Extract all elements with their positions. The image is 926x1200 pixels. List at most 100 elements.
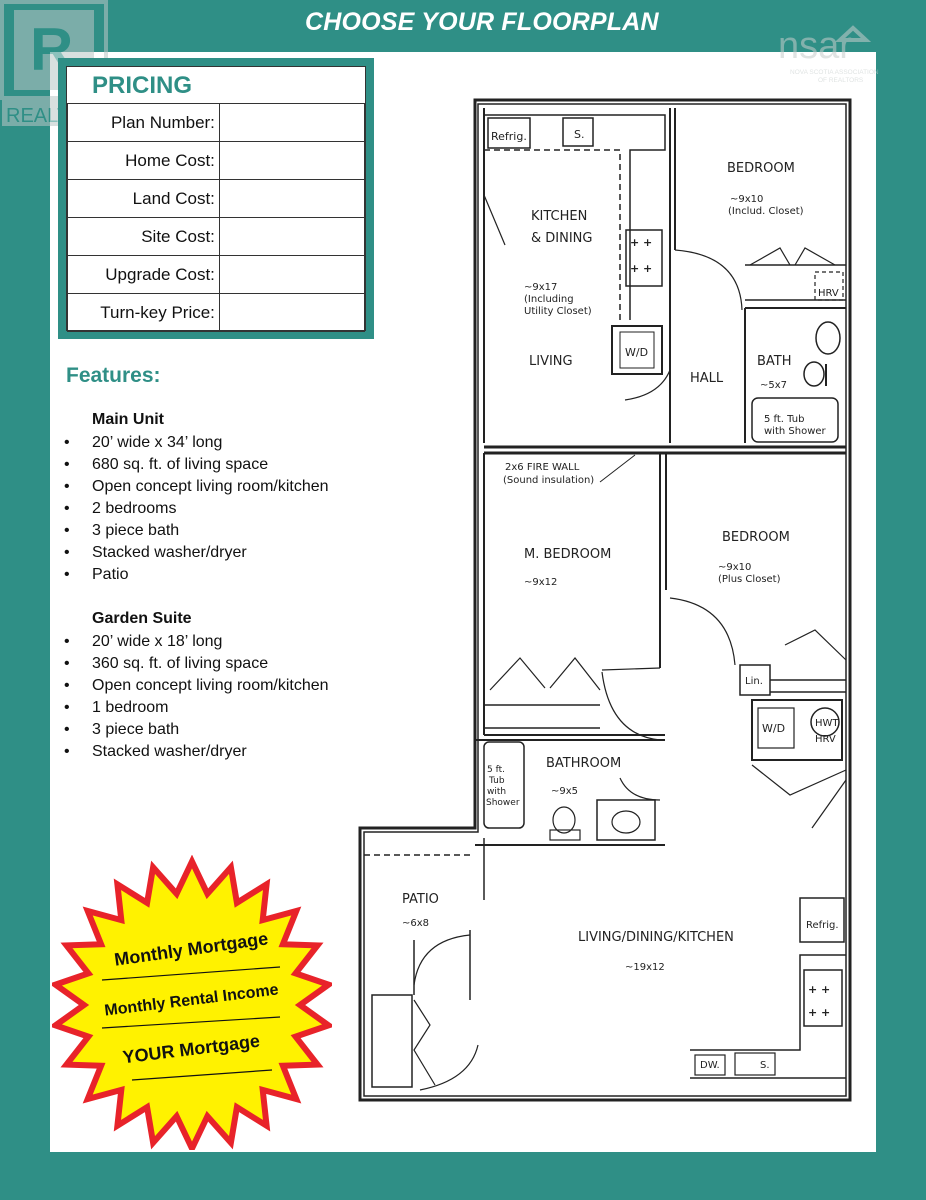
floorplan-label: HWT xyxy=(815,718,839,729)
list-item-text: 3 piece bath xyxy=(92,721,180,738)
list-item: •Stacked washer/dryer xyxy=(64,544,247,561)
room-label: BEDROOM xyxy=(727,161,795,176)
pricing-row: Land Cost: xyxy=(67,179,366,218)
list-item-text: Stacked washer/dryer xyxy=(92,544,247,561)
room-size: ~9x10 xyxy=(730,194,763,205)
room-label: LIVING xyxy=(529,354,573,369)
list-item-text: Stacked washer/dryer xyxy=(92,743,247,760)
list-item-text: Open concept living room/kitchen xyxy=(92,478,329,495)
room-size: ~9x5 xyxy=(551,786,578,797)
room-size: ~9x10 xyxy=(718,562,751,573)
list-item: •680 sq. ft. of living space xyxy=(64,456,269,473)
main-unit-heading: Main Unit xyxy=(92,411,164,428)
pricing-value xyxy=(218,255,366,294)
floorplan-label: W/D xyxy=(762,722,785,735)
list-item: •3 piece bath xyxy=(64,721,180,738)
pricing-value xyxy=(218,217,366,256)
room-label: KITCHEN xyxy=(531,209,587,224)
mortgage-starburst: Monthly Mortgage Monthly Rental Income Y… xyxy=(52,855,332,1150)
list-item-text: 1 bedroom xyxy=(92,699,169,716)
pricing-title: PRICING xyxy=(91,72,192,99)
nsar-logo: nsar NOVA SCOTIA ASSOCIATION OF REALTORS xyxy=(778,25,879,84)
room-size: ~19x12 xyxy=(625,962,665,973)
list-item: •Stacked washer/dryer xyxy=(64,743,247,760)
room-label: BATH xyxy=(757,354,792,369)
room-size: ~5x7 xyxy=(760,380,787,391)
room-size: ~9x12 xyxy=(524,577,557,588)
floorplan-note: 2x6 FIRE WALL xyxy=(505,462,580,473)
pricing-value xyxy=(218,141,366,180)
list-item: •Open concept living room/kitchen xyxy=(64,478,329,495)
pricing-label: Land Cost: xyxy=(67,179,220,218)
svg-text:NOVA SCOTIA ASSOCIATION: NOVA SCOTIA ASSOCIATION xyxy=(790,69,879,76)
svg-text:+ +: + + xyxy=(808,1006,830,1019)
pricing-label: Home Cost: xyxy=(67,141,220,180)
pricing-table-frame: PRICING Plan Number: Home Cost: Land Cos… xyxy=(66,66,366,332)
list-item: •Open concept living room/kitchen xyxy=(64,677,329,694)
svg-text:+ +: + + xyxy=(630,236,652,249)
floorplan-label: 5 ft. xyxy=(487,765,505,775)
floorplan-drawing: Refrig. S. KITCHEN & DINING ~9x17 (Inclu… xyxy=(358,98,852,1102)
floorplan-label: HRV xyxy=(818,288,839,299)
pricing-row: Home Cost: xyxy=(67,141,366,180)
room-label: & DINING xyxy=(531,231,592,246)
floorplan-label: Lin. xyxy=(745,676,763,687)
floorplan-label: Refrig. xyxy=(491,130,527,143)
room-size: ~9x17 xyxy=(524,282,557,293)
room-label: M. BEDROOM xyxy=(524,547,611,562)
room-size: ~6x8 xyxy=(402,918,429,929)
list-item-text: 360 sq. ft. of living space xyxy=(92,655,269,672)
pricing-row: Site Cost: xyxy=(67,217,366,256)
room-label: HALL xyxy=(690,371,724,386)
pricing-label: Plan Number: xyxy=(67,103,220,142)
floorplan-label: W/D xyxy=(625,346,648,359)
list-item-text: 20’ wide x 18’ long xyxy=(92,633,223,650)
pricing-label: Turn-key Price: xyxy=(67,293,220,332)
list-item-text: 680 sq. ft. of living space xyxy=(92,456,269,473)
room-note: (Includ. Closet) xyxy=(728,206,804,217)
list-item: •1 bedroom xyxy=(64,699,169,716)
pricing-value xyxy=(218,103,366,142)
room-note: Utility Closet) xyxy=(524,306,592,317)
floorplan-label: S. xyxy=(574,128,584,141)
floorplan-note: (Sound insulation) xyxy=(503,475,594,486)
room-label: PATIO xyxy=(402,892,439,907)
floorplan-label: 5 ft. Tub xyxy=(764,414,804,425)
pricing-box: PRICING Plan Number: Home Cost: Land Cos… xyxy=(58,58,374,339)
room-note: (Plus Closet) xyxy=(718,574,781,585)
list-item: •2 bedrooms xyxy=(64,500,177,517)
header: CHOOSE YOUR FLOORPLAN xyxy=(0,0,926,48)
svg-text:OF REALTORS: OF REALTORS xyxy=(818,77,864,84)
floorplan-label: Tub xyxy=(488,776,505,786)
room-label: BEDROOM xyxy=(722,530,790,545)
svg-text:+ +: + + xyxy=(630,262,652,275)
pricing-row: Upgrade Cost: xyxy=(67,255,366,294)
floorplan-label: with Shower xyxy=(764,426,827,437)
features-title: Features: xyxy=(66,364,161,387)
main-unit-list: •20’ wide x 34’ long •680 sq. ft. of liv… xyxy=(64,432,329,586)
list-item: •20’ wide x 18’ long xyxy=(64,633,223,650)
list-item: •Patio xyxy=(64,566,129,583)
list-item: •360 sq. ft. of living space xyxy=(64,655,269,672)
list-item: •3 piece bath xyxy=(64,522,180,539)
garden-suite-list: •20’ wide x 18’ long •360 sq. ft. of liv… xyxy=(64,631,329,763)
pricing-label: Site Cost: xyxy=(67,217,220,256)
pricing-label: Upgrade Cost: xyxy=(67,255,220,294)
floorplan-label: DW. xyxy=(700,1060,720,1071)
floorplan-label: HRV xyxy=(815,734,836,745)
room-label: BATHROOM xyxy=(546,756,621,771)
list-item-text: 3 piece bath xyxy=(92,522,180,539)
svg-text:+ +: + + xyxy=(808,983,830,996)
room-label: LIVING/DINING/KITCHEN xyxy=(578,930,734,945)
pricing-value xyxy=(218,293,366,332)
starburst-shape xyxy=(52,855,332,1150)
page-title: CHOOSE YOUR FLOORPLAN xyxy=(305,8,659,36)
list-item: •20’ wide x 34’ long xyxy=(64,434,223,451)
list-item-text: 2 bedrooms xyxy=(92,500,177,517)
pricing-row: Plan Number: xyxy=(67,103,366,142)
pricing-row: Turn-key Price: xyxy=(67,293,366,332)
list-item-text: Patio xyxy=(92,566,129,583)
pricing-table: Plan Number: Home Cost: Land Cost: Site … xyxy=(67,103,366,332)
svg-text:nsar: nsar xyxy=(778,25,852,67)
